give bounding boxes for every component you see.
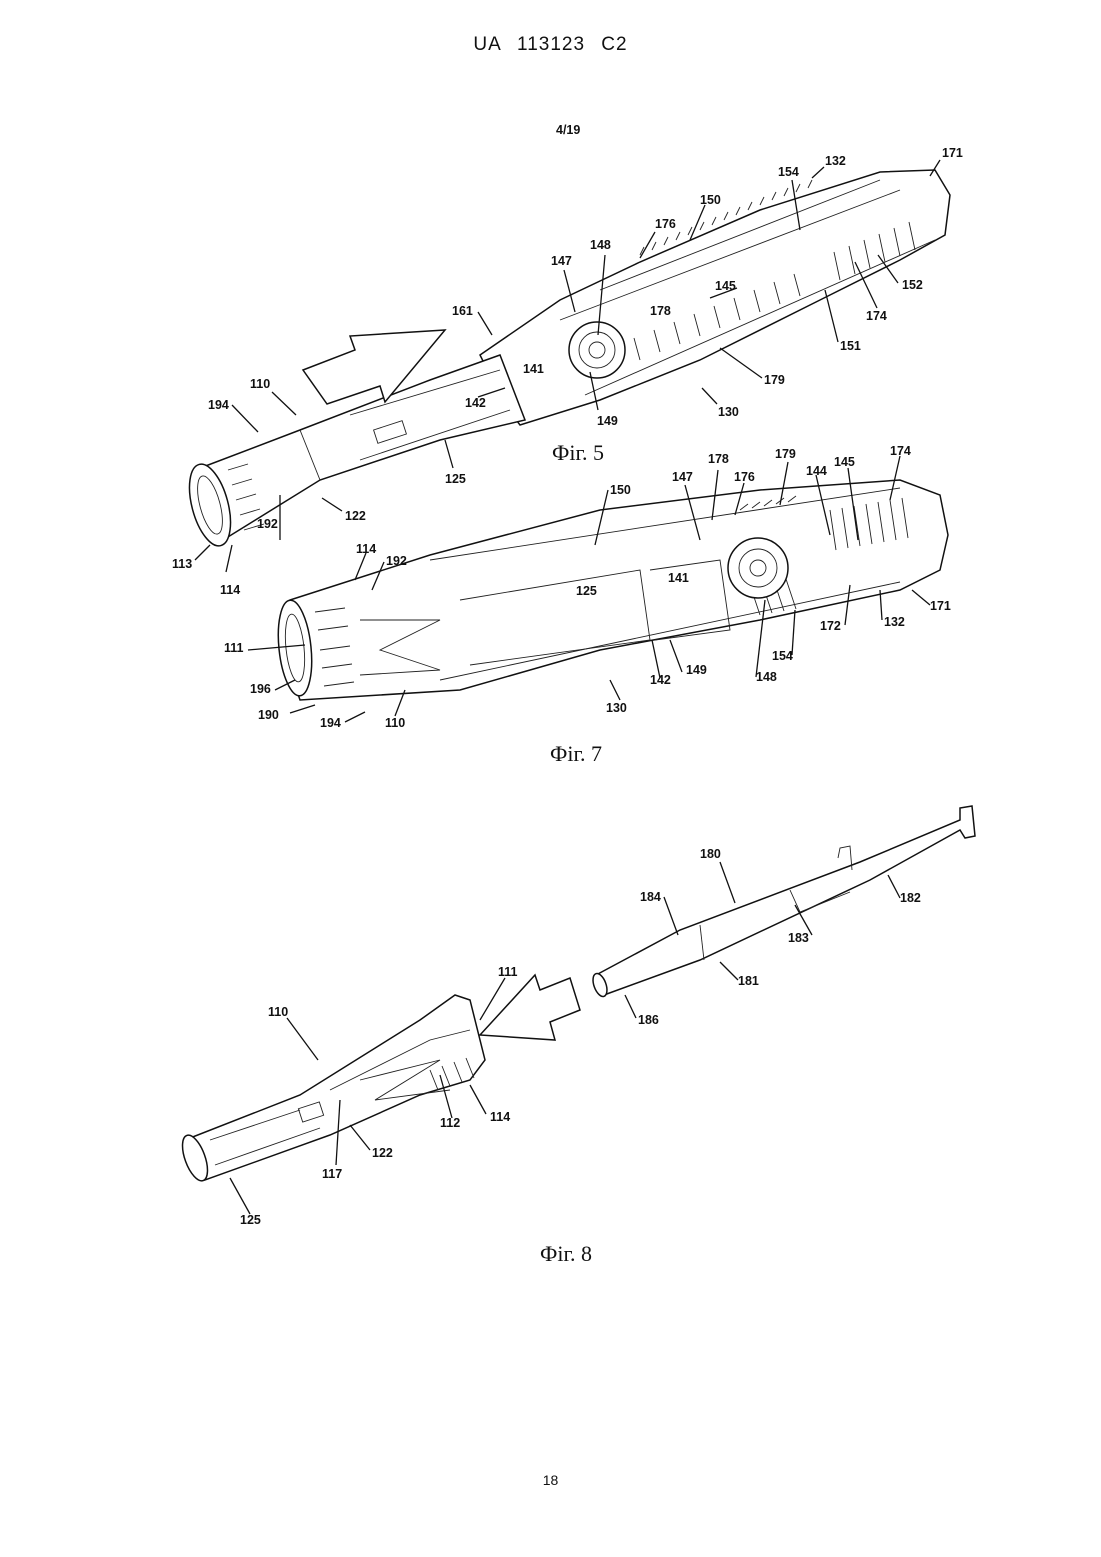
fig7-ref-144: 144 — [806, 464, 827, 478]
fig8-ref-117: 117 — [322, 1167, 342, 1181]
fig5-ref-154: 154 — [778, 165, 799, 179]
page-number: 18 — [0, 1472, 1101, 1488]
fig7-ref-130: 130 — [606, 701, 627, 715]
fig8-ref-122: 122 — [372, 1146, 393, 1160]
fig7-ref-132: 132 — [884, 615, 905, 629]
fig8-ref-186: 186 — [638, 1013, 659, 1027]
fig7-ref-154: 154 — [772, 649, 793, 663]
fig7-ref-111: 111 — [224, 641, 244, 655]
fig5-ref-178: 178 — [650, 304, 671, 318]
fig7-ref-194: 194 — [320, 716, 341, 730]
fig7-ref-196: 196 — [250, 682, 271, 696]
fig5-ref-171: 171 — [942, 146, 963, 160]
fig5-ref-161: 161 — [452, 304, 473, 318]
fig7-ref-125: 125 — [576, 584, 597, 598]
fig5-ref-152: 152 — [902, 278, 923, 292]
fig7-ref-150: 150 — [610, 483, 631, 497]
figure-8-caption: Фіг. 8 — [540, 1241, 592, 1266]
fig7-ref-179: 179 — [775, 447, 796, 461]
fig5-ref-149: 149 — [597, 414, 618, 428]
figure-7-caption: Фіг. 7 — [550, 741, 602, 766]
fig5-ref-179: 179 — [764, 373, 785, 387]
fig8-ref-182: 182 — [900, 891, 921, 905]
fig8-ref-180: 180 — [700, 847, 721, 861]
figure-5-caption: Фіг. 5 — [552, 440, 604, 465]
fig5-ref-132: 132 — [825, 154, 846, 168]
fig8-ref-112: 112 — [440, 1116, 460, 1130]
fig5-ref-192: 192 — [257, 517, 278, 531]
fig8-ref-111: 111 — [498, 965, 518, 979]
figure-8-drawing: 180 184 182 183 111 181 110 186 112 114 … — [177, 806, 975, 1266]
fig5-ref-122: 122 — [345, 509, 366, 523]
fig8-ref-125: 125 — [240, 1213, 261, 1227]
fig8-ref-181: 181 — [738, 974, 759, 988]
fig5-ref-150: 150 — [700, 193, 721, 207]
fig7-ref-178: 178 — [708, 452, 729, 466]
fig5-ref-176: 176 — [655, 217, 676, 231]
fig8-ref-114: 114 — [490, 1110, 510, 1124]
fig8-ref-183: 183 — [788, 931, 809, 945]
fig7-ref-174: 174 — [890, 444, 911, 458]
fig7-ref-190: 190 — [258, 708, 279, 722]
fig5-ref-151: 151 — [840, 339, 861, 353]
fig5-ref-145: 145 — [715, 279, 736, 293]
fig7-ref-141: 141 — [668, 571, 689, 585]
fig5-ref-110: 110 — [250, 377, 270, 391]
fig7-ref-147: 147 — [672, 470, 693, 484]
fig5-ref-174: 174 — [866, 309, 887, 323]
fig7-ref-145: 145 — [834, 455, 855, 469]
fig5-ref-130: 130 — [718, 405, 739, 419]
fig5-ref-113: 113 — [172, 557, 192, 571]
fig8-ref-184: 184 — [640, 890, 661, 904]
fig5-ref-147: 147 — [551, 254, 572, 268]
fig7-ref-142: 142 — [650, 673, 671, 687]
fig7-ref-149: 149 — [686, 663, 707, 677]
fig5-ref-194: 194 — [208, 398, 229, 412]
fig5-ref-141: 141 — [523, 362, 544, 376]
fig5-ref-148: 148 — [590, 238, 611, 252]
fig7-ref-171: 171 — [930, 599, 951, 613]
fig5-ref-142: 142 — [465, 396, 486, 410]
sheet-mark: 4/19 — [556, 123, 580, 137]
fig7-ref-192: 192 — [386, 554, 407, 568]
fig7-ref-148: 148 — [756, 670, 777, 684]
fig7-ref-176: 176 — [734, 470, 755, 484]
figure-7-drawing: 150 147 178 176 179 144 145 174 114 192 … — [224, 444, 951, 766]
fig7-ref-110: 110 — [385, 716, 405, 730]
fig7-ref-114: 114 — [356, 542, 376, 556]
fig7-ref-172: 172 — [820, 619, 841, 633]
fig8-ref-110: 110 — [268, 1005, 288, 1019]
fig5-ref-125: 125 — [445, 472, 466, 486]
fig5-ref-114: 114 — [220, 583, 240, 597]
